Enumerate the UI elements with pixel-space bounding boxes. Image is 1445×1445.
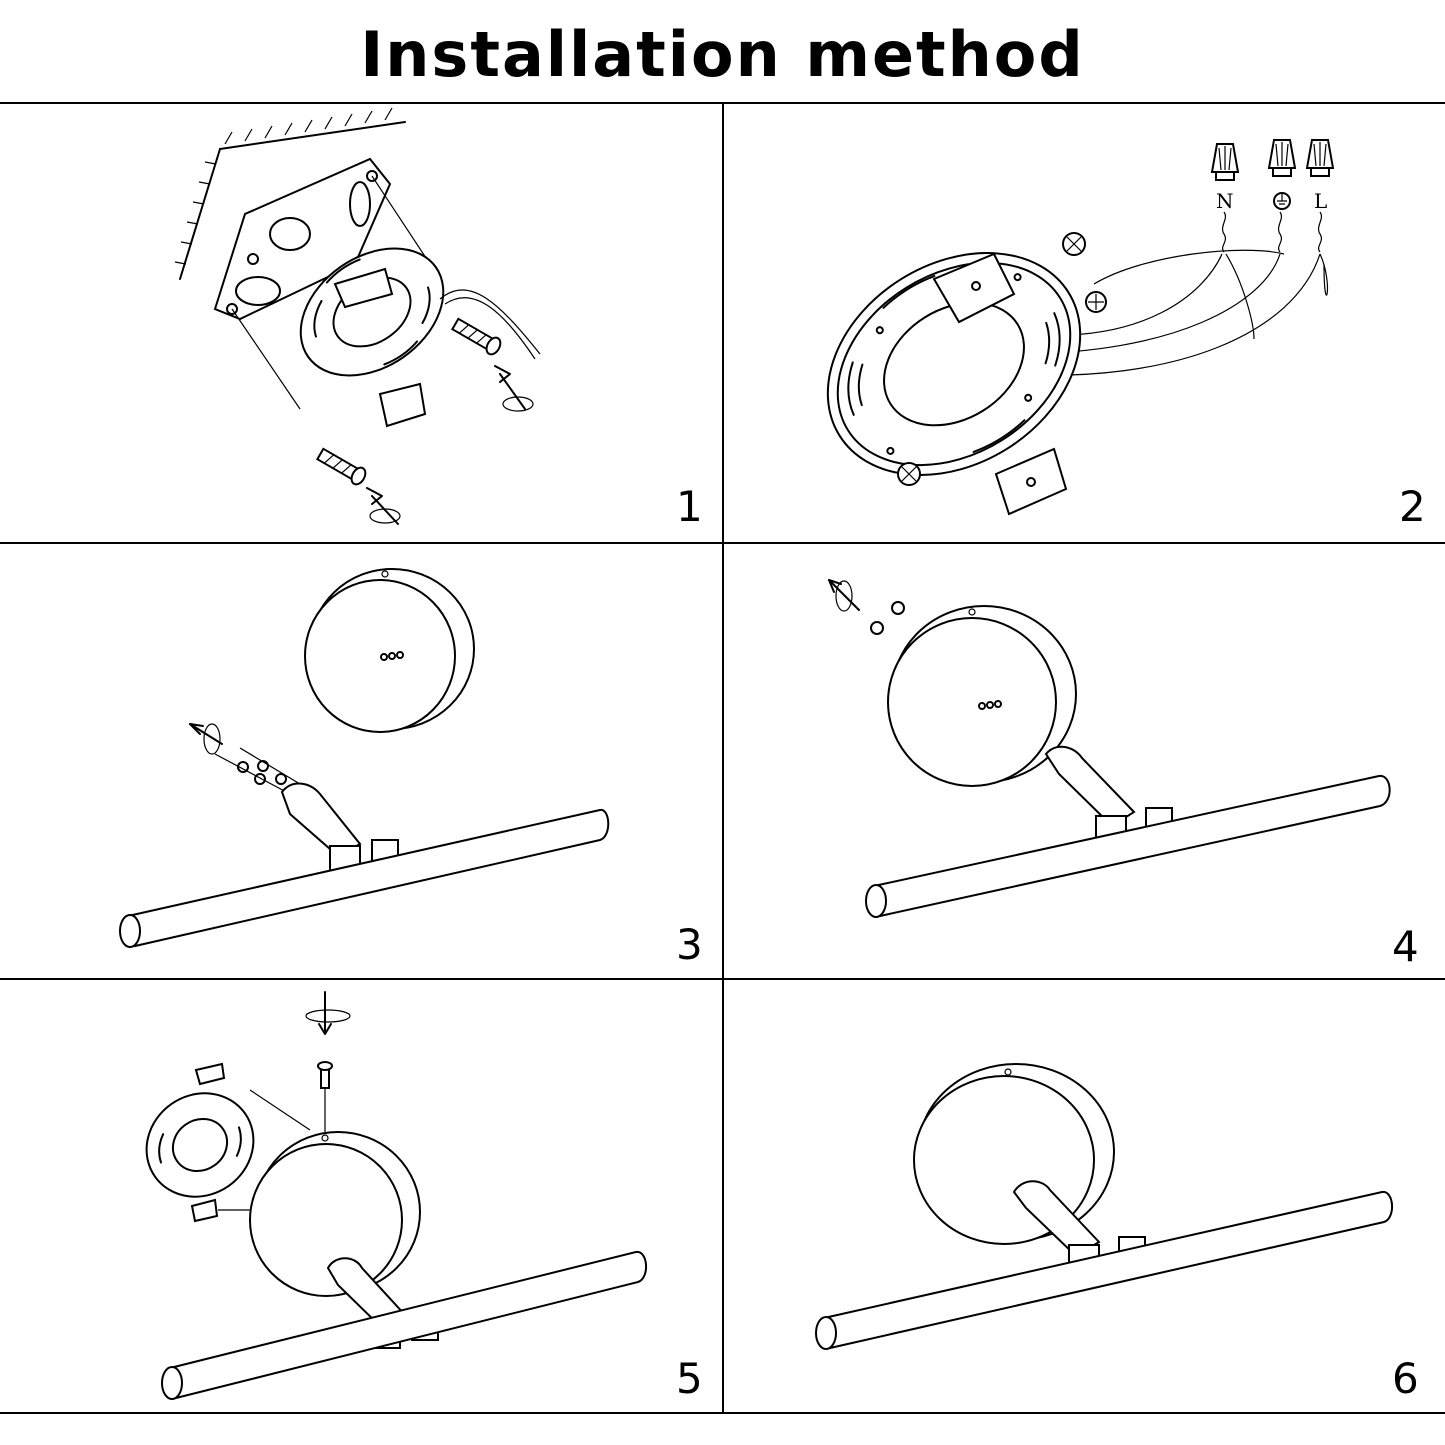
neutral-label: N: [1216, 189, 1234, 213]
page-title: Installation method: [360, 18, 1085, 91]
step-6-panel: 6: [724, 980, 1445, 1412]
divider-bottom: [0, 1412, 1445, 1414]
step-number: 6: [1392, 1354, 1419, 1403]
step-2-panel: N L 2: [724, 104, 1445, 542]
step-number: 2: [1399, 482, 1426, 531]
step-6-illustration: [815, 1063, 1393, 1350]
step-3-panel: 3: [0, 544, 722, 978]
step-4-panel: 4: [724, 544, 1445, 978]
wire-connector-icon: [1210, 139, 1335, 181]
step-4-illustration: [828, 579, 1391, 918]
step-5-illustration: [145, 991, 647, 1400]
step-1-panel: 1: [0, 104, 722, 542]
ground-symbol-icon: [1273, 192, 1291, 210]
live-label: L: [1314, 189, 1327, 213]
divider-vertical: [722, 103, 724, 1413]
step-number: 4: [1392, 922, 1419, 971]
step-2-illustration: N L: [826, 139, 1335, 516]
step-number: 5: [676, 1354, 703, 1403]
step-number: 1: [676, 482, 703, 531]
step-3-illustration: [119, 568, 610, 948]
step-number: 3: [676, 920, 703, 969]
step-1-illustration: [174, 107, 541, 525]
step-5-panel: 5: [0, 980, 722, 1412]
